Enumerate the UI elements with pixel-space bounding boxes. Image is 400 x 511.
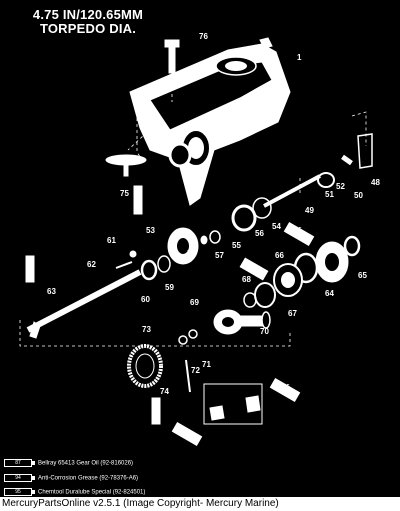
small-rings [178,329,198,345]
callout-60: 60 [141,295,150,304]
tool-parts [185,359,263,425]
exploded-diagram: 4.75 IN/120.65MM TORPEDO DIA. [4,8,380,497]
bearing-carrier [213,309,271,335]
callout-48: 48 [371,178,380,187]
callout-50: 50 [354,191,363,200]
callout-94: 94 [27,267,33,273]
callout-51: 51 [325,190,334,199]
title-line-2: TORPEDO DIA. [39,21,137,36]
forward-gear [243,235,361,308]
callout-95-e: 95 [284,384,290,390]
callout-67: 67 [288,309,297,318]
callout-95-c: 95 [251,266,257,272]
diagram-svg: 76 1 47 75 95 52 48 50 51 49 53 54 61 58… [19,32,380,447]
gear-housing [129,37,291,206]
callout-55: 55 [232,241,241,250]
ring-gear [127,344,163,388]
drive-gears [115,197,272,281]
callout-66: 66 [275,251,284,260]
callout-1: 1 [297,53,302,62]
shift-parts [263,133,373,208]
callout-47: 47 [150,140,159,149]
callout-68: 68 [242,275,251,284]
legend-text: Anti-Corrosion Grease (92-78376-A6) [38,475,139,482]
driveshaft [26,269,142,339]
tube-icon: 87 [4,459,35,467]
diagram-title: 4.75 IN/120.65MM TORPEDO DIA. [26,8,150,36]
callout-52: 52 [336,182,345,191]
anode-plate [105,154,147,177]
tube-icon: 95 [4,488,35,496]
callout-59: 59 [165,283,174,292]
callout-70: 70 [260,327,269,336]
callout-49: 49 [305,206,314,215]
callout-65: 65 [358,271,367,280]
callout-53: 53 [146,226,155,235]
bolt-part [164,39,180,74]
callout-73: 73 [142,325,151,334]
callout-95-a: 95 [137,193,143,199]
callout-62: 62 [87,260,96,269]
callout-labels: 76 1 47 75 95 52 48 50 51 49 53 54 61 58… [27,32,380,412]
callout-56: 56 [255,229,264,238]
callout-63: 63 [47,287,56,296]
callout-57: 57 [215,251,224,260]
callout-74: 74 [160,387,169,396]
copyright-footer: MercuryPartsOnline v2.5.1 (Image Copyrig… [0,497,400,511]
tube-icon: 94 [4,474,35,482]
callout-75: 75 [120,189,129,198]
grease-tubes [25,185,315,447]
title-line-1: 4.75 IN/120.65MM [32,7,144,22]
callout-64: 64 [325,289,334,298]
legend-text: Chemtool Duralube Special (92-824501) [38,489,146,496]
callout-71: 71 [202,360,211,369]
callout-76: 76 [199,32,208,41]
callout-95-b: 95 [296,227,302,233]
bearing-47 [168,142,192,168]
callout-72: 72 [191,366,200,375]
callout-61: 61 [107,236,116,245]
callout-69: 69 [190,298,199,307]
callout-95-d: 95 [154,406,160,412]
callout-58: 58 [187,249,196,258]
callout-54: 54 [272,222,281,231]
legend-text: Bellray 65413 Gear Oil (92-816026) [38,460,134,467]
